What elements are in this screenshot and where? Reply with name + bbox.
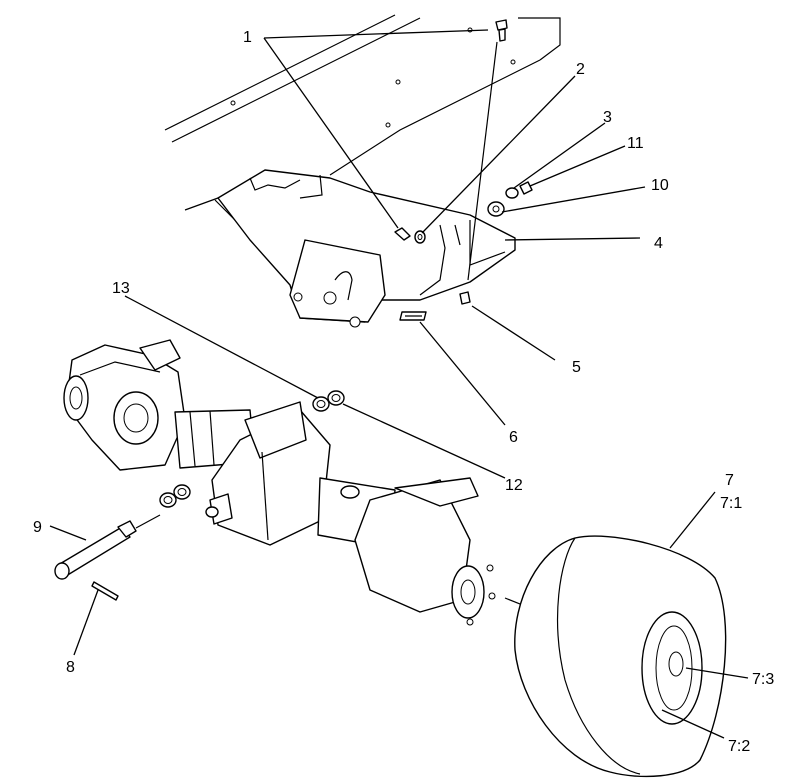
- callout-1: 1: [243, 29, 252, 46]
- hardware-nut-11: [519, 181, 533, 195]
- callout-3: 3: [603, 109, 612, 126]
- callout-5: 5: [572, 359, 581, 376]
- differential-housing: [205, 401, 331, 546]
- left-hub-assembly: [63, 339, 186, 471]
- callout-6: 6: [509, 429, 518, 446]
- callout-7-3: 7:3: [752, 671, 774, 688]
- callout-4: 4: [654, 235, 663, 252]
- callout-11: 11: [627, 135, 644, 152]
- callout-7: 7: [725, 472, 734, 489]
- hardware-nut-5: [459, 291, 471, 305]
- leader-lines: [49, 29, 749, 739]
- bolt-centerline: [467, 41, 498, 281]
- hardware-bolt-top: [495, 19, 508, 42]
- right-hub-assembly: [354, 477, 496, 626]
- callout-2: 2: [576, 61, 585, 78]
- wheel-assembly: [514, 535, 727, 778]
- callout-12: 12: [505, 477, 523, 494]
- cotter-pin: [91, 581, 119, 601]
- callout-9: 9: [33, 519, 42, 536]
- hardware-nut-2: [414, 230, 426, 244]
- callout-13: 13: [112, 280, 130, 297]
- seal-ring-13: [312, 390, 345, 412]
- hardware-washer-10: [487, 201, 505, 217]
- pivot-pin: [54, 514, 161, 580]
- seal-ring-lower: [159, 484, 191, 508]
- hardware-bolt-front: [394, 227, 411, 241]
- callout-7-2: 7:2: [728, 738, 750, 755]
- callout-8: 8: [66, 659, 75, 676]
- callout-7-1: 7:1: [720, 495, 742, 512]
- hardware-washer-3: [505, 187, 519, 199]
- hardware-clip-6: [399, 311, 427, 321]
- callout-10: 10: [651, 177, 669, 194]
- mounting-bracket: [217, 169, 516, 328]
